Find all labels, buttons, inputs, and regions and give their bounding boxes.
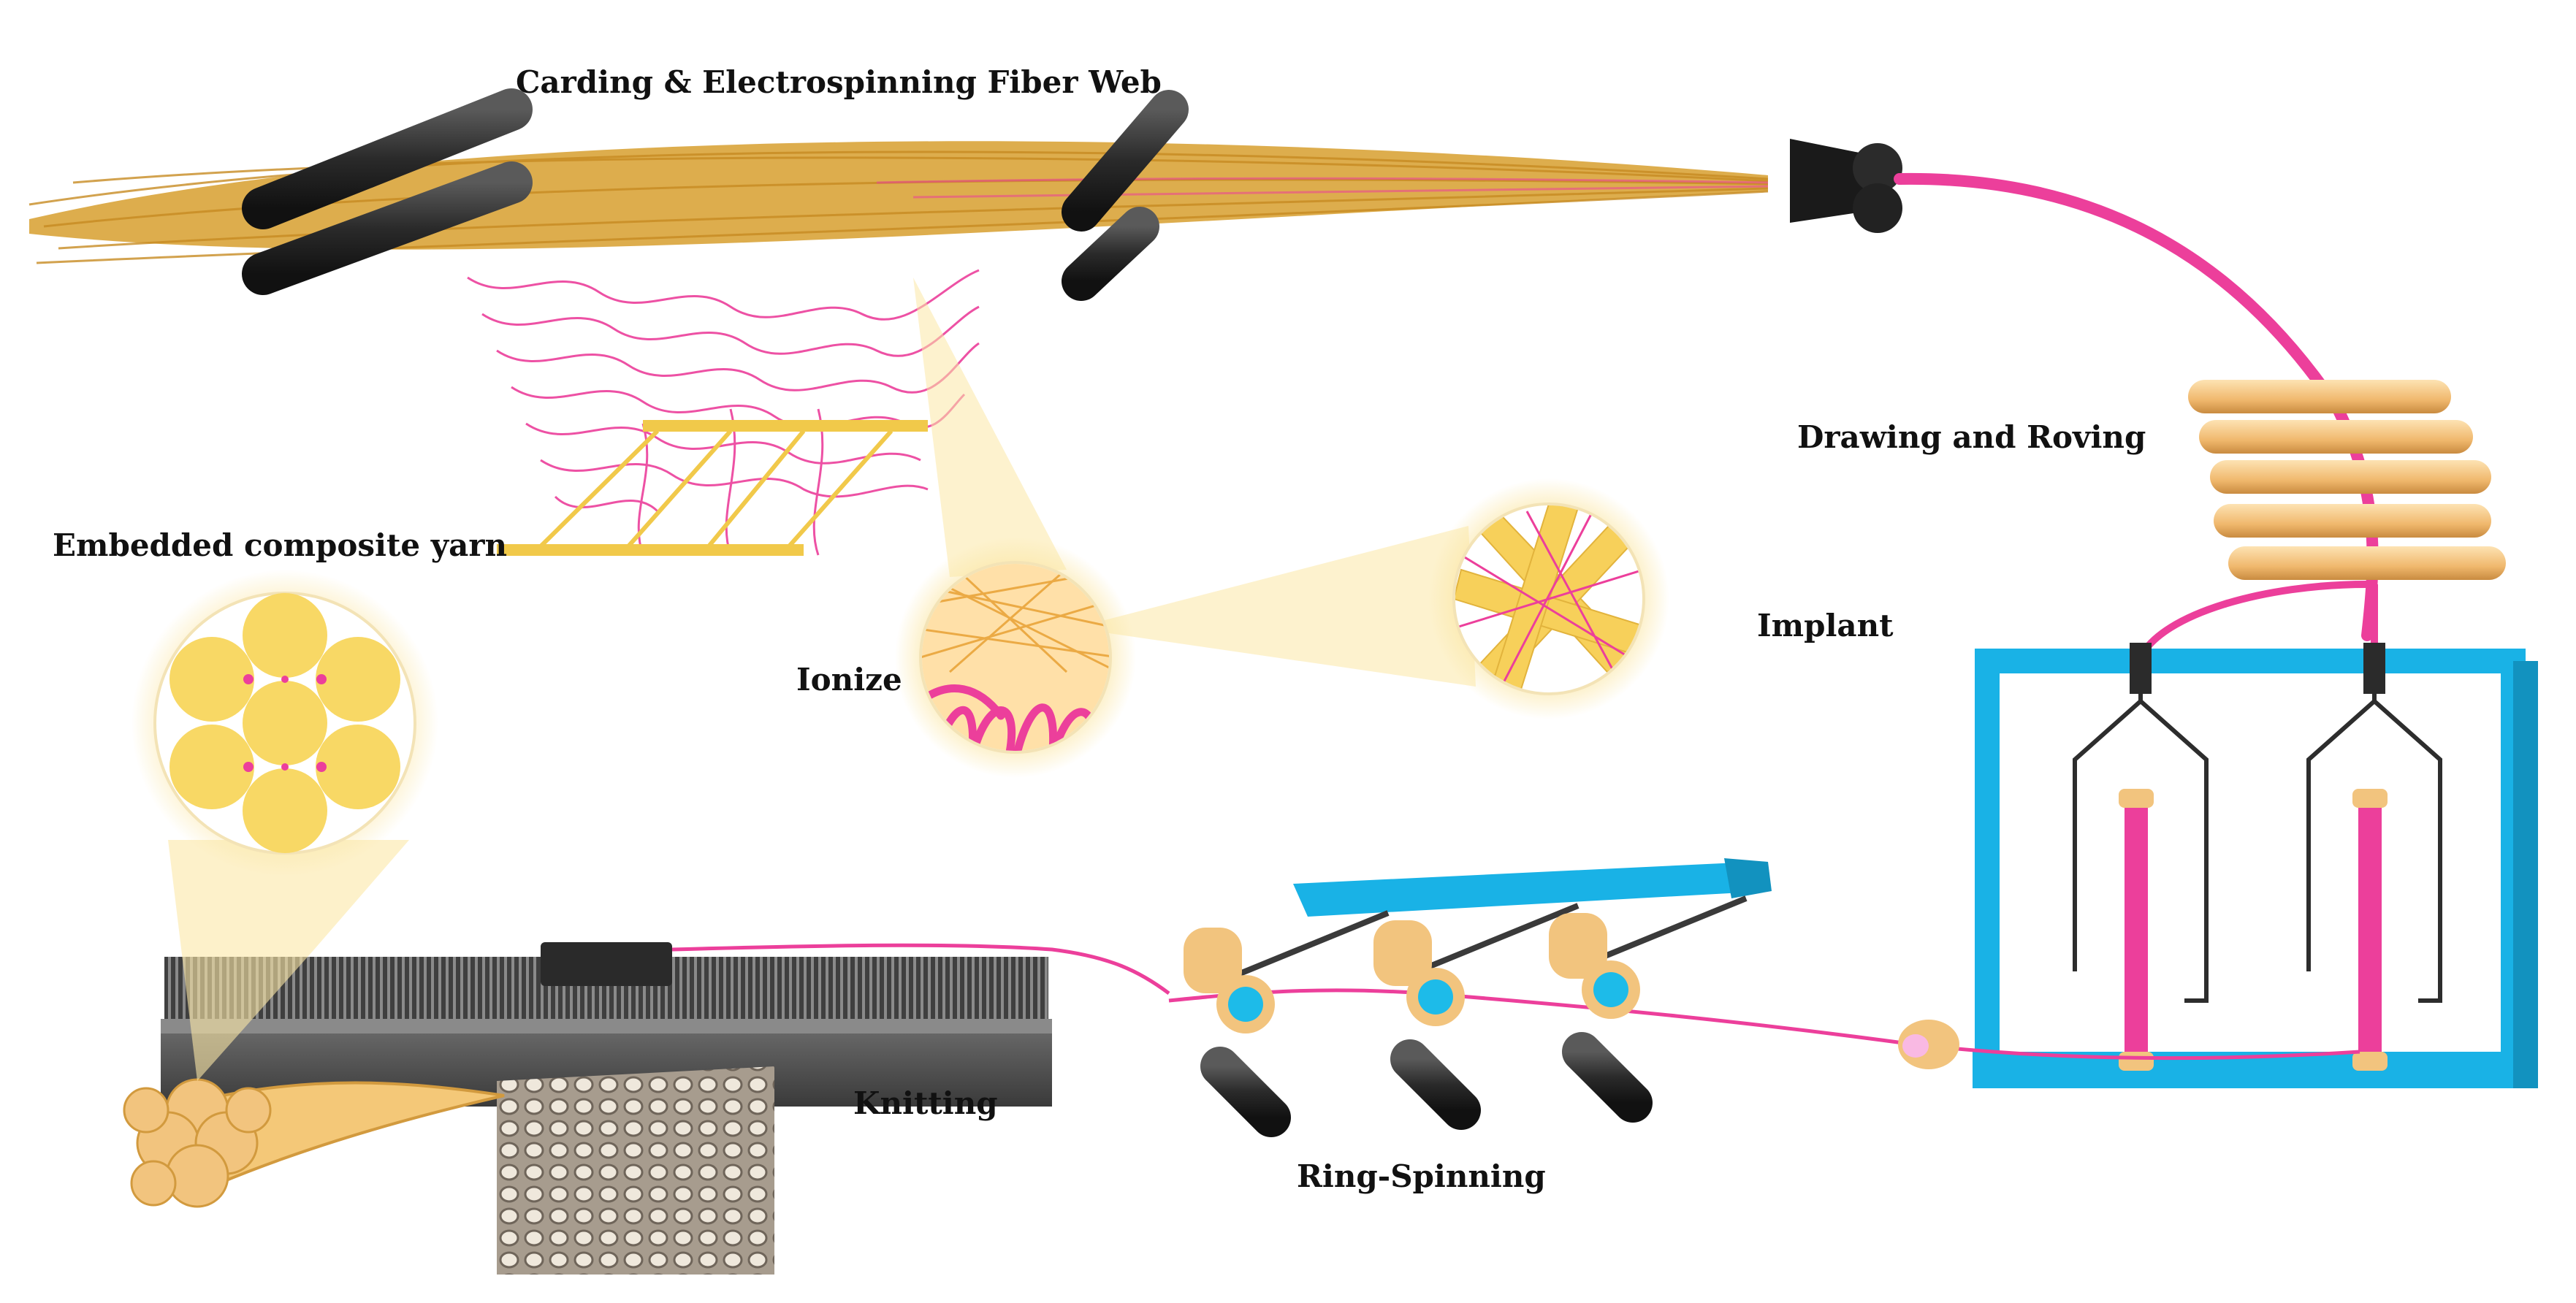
knitting-label: Knitting — [853, 1085, 998, 1121]
ionize-zoom-circle — [895, 537, 1136, 778]
composite-yarn-bundle — [123, 1078, 505, 1208]
spinning-frame — [1973, 643, 2538, 1088]
ionize-label: Ionize — [796, 662, 902, 698]
implant-label: Implant — [1757, 608, 1894, 643]
fiber-web — [28, 88, 1902, 301]
implant-zoom-circle — [1428, 478, 1669, 719]
drawing-roving-label: Drawing and Roving — [1797, 419, 2146, 455]
ring-spinning-unit — [1184, 858, 1772, 1137]
guide-roller — [1898, 1020, 1959, 1069]
condenser-nozzle — [1790, 139, 1902, 233]
carding-rollers — [242, 88, 1189, 301]
electrospinning-schematic — [467, 269, 980, 556]
ring-spinning-label: Ring-Spinning — [1297, 1158, 1546, 1194]
carding-electrospinning-label: Carding & Electrospinning Fiber Web — [516, 64, 1162, 100]
embedded-composite-yarn-label: Embedded composite yarn — [53, 527, 508, 563]
embedded-yarn-cross-section — [132, 570, 438, 876]
drawing-rollers — [2188, 380, 2506, 580]
